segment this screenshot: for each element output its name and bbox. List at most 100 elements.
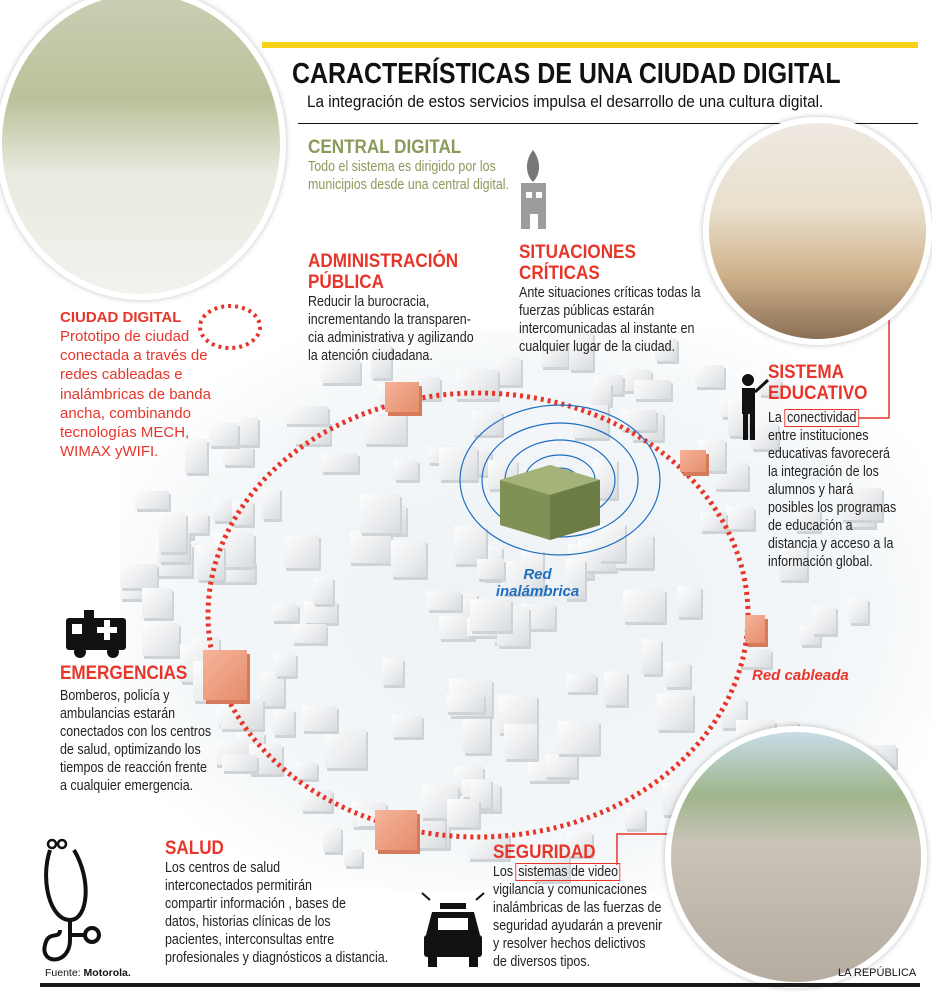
city-block bbox=[209, 423, 238, 446]
highlighted-term: sistemas de video bbox=[515, 863, 621, 881]
situaciones-building-icon bbox=[521, 150, 546, 229]
city-block bbox=[624, 807, 646, 829]
city-block bbox=[294, 421, 330, 445]
city-block bbox=[274, 652, 296, 676]
text-line: Ante situaciones críticas todas la bbox=[519, 285, 701, 301]
teacher-icon bbox=[742, 374, 770, 440]
text-line: distancia y acceso a la bbox=[768, 536, 894, 552]
city-block bbox=[623, 589, 665, 622]
city-block bbox=[261, 488, 281, 519]
city-block bbox=[142, 623, 179, 656]
text-line: conectados con los centros bbox=[60, 724, 212, 740]
city-block bbox=[534, 844, 569, 881]
text-line: compartir información , bases de bbox=[165, 896, 346, 912]
city-block bbox=[849, 597, 869, 623]
administracion-section: ADMINISTRACIÓN PÚBLICA Reducir la burocr… bbox=[308, 251, 501, 365]
city-block bbox=[393, 460, 419, 481]
text-line: de diversos tipos. bbox=[493, 954, 591, 970]
text-line: interconectados permitirán bbox=[165, 878, 312, 894]
educativo-section: SISTEMA EDUCATIVO La conectividad entre … bbox=[768, 362, 917, 571]
city-block bbox=[495, 357, 521, 385]
city-block bbox=[463, 714, 490, 753]
section-title: SALUD bbox=[165, 838, 224, 859]
city-block bbox=[565, 673, 597, 692]
network-node bbox=[745, 615, 765, 643]
text-line: profesionales y diagnósticos a distancia… bbox=[165, 950, 389, 966]
section-title: EMERGENCIAS bbox=[60, 663, 188, 684]
control-room-photo bbox=[0, 0, 286, 300]
text-line: cia administrativa y agilizando bbox=[308, 330, 474, 346]
city-block bbox=[120, 564, 157, 588]
city-block bbox=[158, 512, 186, 553]
ciudad-digital-text: Prototipo de ciudad conectada a través d… bbox=[60, 327, 211, 461]
text-line: educativas favorecerá bbox=[768, 446, 890, 462]
text-line: WIMAX yWIFI. bbox=[60, 443, 159, 461]
city-block bbox=[325, 728, 366, 768]
city-block bbox=[302, 705, 337, 732]
city-block bbox=[294, 761, 318, 779]
city-block bbox=[841, 487, 883, 520]
city-block bbox=[811, 606, 836, 634]
text-line: la integración de los bbox=[768, 464, 879, 480]
text-line: posibles los programas bbox=[768, 500, 897, 516]
section-title: EDUCATIVO bbox=[768, 383, 868, 404]
page-subtitle: La integración de estos servicios impuls… bbox=[307, 92, 824, 111]
police-car-icon bbox=[421, 892, 485, 967]
text-line: municipios desde una central digital. bbox=[308, 177, 510, 193]
emergencias-section: EMERGENCIAS Bomberos, policía y ambulanc… bbox=[60, 663, 236, 795]
city-block bbox=[223, 446, 254, 465]
text-line: conectada a través de bbox=[60, 347, 208, 365]
text-line: de salud, optimizando los bbox=[60, 742, 201, 758]
wired-label: Red cableada bbox=[752, 667, 849, 684]
city-block bbox=[363, 412, 406, 444]
text-line: Los bbox=[493, 864, 517, 880]
section-title: CIUDAD DIGITAL bbox=[60, 309, 182, 326]
wired-network-ring bbox=[205, 390, 751, 840]
text-line: entre instituciones bbox=[768, 428, 869, 444]
text-line: información global. bbox=[768, 554, 873, 570]
city-block bbox=[634, 379, 672, 400]
text-line: ancha, combinando bbox=[60, 404, 191, 422]
label-line: inalámbrica bbox=[495, 583, 580, 600]
ambulance-icon bbox=[66, 610, 126, 658]
city-block bbox=[134, 491, 169, 509]
situaciones-section: SITUACIONES CRÍTICAS Ante situaciones cr… bbox=[519, 242, 730, 356]
city-block bbox=[259, 671, 284, 706]
central-digital-title: CENTRAL DIGITAL bbox=[308, 137, 462, 158]
city-block bbox=[725, 507, 754, 530]
footer-rule bbox=[40, 983, 920, 987]
page-title: CARACTERÍSTICAS DE UNA CIUDAD DIGITAL bbox=[292, 58, 841, 90]
city-block bbox=[284, 405, 328, 424]
city-block bbox=[544, 753, 578, 777]
city-block bbox=[371, 344, 391, 379]
city-block bbox=[664, 662, 690, 687]
city-block bbox=[557, 720, 599, 755]
city-block bbox=[795, 509, 820, 531]
source-label: Fuente: bbox=[45, 967, 81, 979]
city-block bbox=[312, 576, 334, 605]
city-block bbox=[438, 616, 475, 639]
city-block bbox=[700, 512, 726, 532]
text-line: intercomunicadas al instante en bbox=[519, 321, 695, 337]
city-block bbox=[438, 446, 478, 480]
city-block bbox=[620, 410, 657, 431]
header-accent-bar bbox=[262, 42, 918, 48]
city-block bbox=[471, 411, 503, 435]
text-line: la atención ciudadana. bbox=[308, 348, 433, 364]
text-line: tiempos de reacción frente bbox=[60, 760, 207, 776]
city-block bbox=[695, 364, 724, 388]
city-block bbox=[454, 369, 498, 399]
city-block bbox=[320, 453, 358, 473]
city-block bbox=[272, 604, 299, 621]
seguridad-section: SEGURIDAD Los sistemas de video vigilanc… bbox=[493, 842, 690, 971]
city-block bbox=[359, 493, 400, 534]
city-block bbox=[501, 560, 543, 595]
legend-dotted-ring bbox=[198, 304, 262, 350]
city-block bbox=[468, 832, 510, 859]
text-line: incrementando la transparen- bbox=[308, 312, 471, 328]
city-block bbox=[750, 422, 778, 449]
label-line: Red bbox=[523, 566, 552, 583]
city-block bbox=[738, 649, 772, 667]
city-block bbox=[185, 439, 207, 473]
city-block bbox=[476, 559, 505, 579]
